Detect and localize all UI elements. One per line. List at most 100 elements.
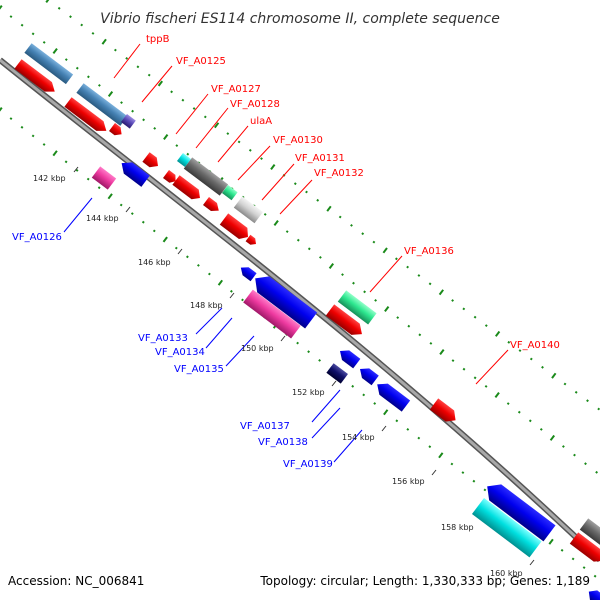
gene-arrow-darkgray[interactable] [183,157,229,196]
gene-label-VF_A0128[interactable]: VF_A0128 [230,99,280,110]
track-dot [517,410,521,414]
track-dot [86,177,90,181]
gene-arrow-lightgray[interactable] [233,196,263,224]
gene-arrow-green[interactable] [337,290,377,325]
gene-arrow-green-small[interactable] [221,185,238,201]
gene-arrow-red-12[interactable] [569,532,600,566]
track-dot [539,427,543,431]
gene-arrow-red-1[interactable] [14,59,58,96]
gene-label-VF_A0132[interactable]: VF_A0132 [314,168,364,179]
track-dot [113,48,117,52]
gene-arrow-blue-8[interactable] [585,587,600,600]
forward-gene-labels: tppB VF_A0125 VF_A0127 VF_A0128 ulaA VF_… [146,34,560,351]
gene-label-ulaA[interactable]: ulaA [250,116,272,127]
tick-mark [229,292,235,299]
gene-arrow-blue-1[interactable] [117,158,150,187]
track-dot [130,212,134,216]
gene-arrow-pink-2[interactable] [243,289,301,339]
gene-arrow-blue-7[interactable] [481,478,556,542]
track-dot [584,462,587,466]
track-dot [147,73,151,77]
track-dot [438,452,444,459]
gene-arrow-red-11[interactable] [429,398,460,425]
track-dot [484,384,488,388]
gene-label-VF_A0135[interactable]: VF_A0135 [174,364,224,375]
gene-label-VF_A0133[interactable]: VF_A0133 [138,333,188,344]
gene-label-VF_A0137[interactable]: VF_A0137 [240,421,290,432]
track-dot [318,358,322,362]
gene-label-VF_A0140[interactable]: VF_A0140 [510,340,560,351]
gene-arrow-red-3[interactable] [108,123,125,138]
gene-arrow-blue-5[interactable] [356,364,379,386]
gene-arrow-blue-2[interactable] [238,264,257,282]
reverse-gene-labels: VF_A0126 VF_A0133 VF_A0134 VF_A0135 VF_A… [12,232,333,470]
gene-label-VF_A0127[interactable]: VF_A0127 [211,84,261,95]
topology-text: Topology: circular; Length: 1,330,333 bp… [259,574,590,588]
gene-arrow-navy[interactable] [326,363,348,384]
tick-label-146: 146 kbp [138,258,171,267]
gene-label-VF_A0125[interactable]: VF_A0125 [176,56,226,67]
gene-label-VF_A0130[interactable]: VF_A0130 [273,135,323,146]
track-dot [296,238,300,242]
gene-arrow-purple[interactable] [120,114,136,129]
track-dot [226,132,230,136]
gene-arrow-steel-2[interactable] [76,83,128,126]
track-dot [107,91,114,97]
gene-arrow-red-5[interactable] [162,170,179,185]
track-dot [582,566,586,570]
track-dot [316,198,320,202]
track-dot [560,548,564,552]
track-dot [549,434,556,441]
gene-arrow-red-2[interactable] [64,97,110,135]
track-dot [483,488,487,492]
gene-label-tppB[interactable]: tppB [146,34,170,45]
tick-mark [381,425,387,432]
track-dot [120,101,123,105]
track-dot [237,140,241,144]
gene-arrow-red-7[interactable] [202,197,222,215]
gene-arrow-cyan-small[interactable] [176,153,191,168]
reverse-leader-lines [63,197,363,463]
gene-label-VF_A0131[interactable]: VF_A0131 [295,153,345,164]
reverse-strand-features [91,158,600,600]
gene-arrow-pink-1[interactable] [91,166,117,190]
track-dot [372,240,376,244]
track-dot [107,193,113,200]
track-dot [574,390,578,394]
tick-label-154: 154 kbp [342,433,375,442]
gene-arrow-red-9[interactable] [245,234,259,247]
gene-label-VF_A0136[interactable]: VF_A0136 [404,246,454,257]
gene-label-VF_A0138[interactable]: VF_A0138 [258,437,308,448]
track-dot [438,289,445,296]
gene-label-VF_A0126[interactable]: VF_A0126 [12,232,62,243]
track-dot [52,48,58,54]
track-dot [270,164,276,170]
track-dot [417,274,421,277]
track-dot [373,402,377,405]
gene-arrow-red-10[interactable] [325,304,366,339]
gene-label-VF_A0139[interactable]: VF_A0139 [283,459,333,470]
track-dot [507,340,511,344]
gene-label-VF_A0134[interactable]: VF_A0134 [155,347,205,358]
track-dot [64,58,68,62]
gene-arrow-darkgray-2[interactable] [579,518,600,548]
track-dot [462,367,466,371]
track-dot [31,32,35,36]
tick-mark [73,166,79,173]
gene-arrow-red-4[interactable] [142,152,161,171]
gene-arrow-red-6[interactable] [172,175,203,203]
track-dot [326,205,332,212]
track-dot [157,80,164,87]
gene-arrow-cyan[interactable] [471,498,542,558]
track-dot [494,392,500,398]
gene-arrow-red-8[interactable] [219,213,252,242]
gene-arrow-blue-4[interactable] [336,346,361,369]
gene-arrow-steel-1[interactable] [24,43,74,85]
track-dot [185,255,189,259]
track-dot [473,376,477,380]
track-dot [142,118,146,122]
gene-arrow-blue-3[interactable] [249,270,318,329]
gene-arrow-blue-6[interactable] [373,379,411,412]
tick-label-160: 160 kbp [490,569,523,578]
